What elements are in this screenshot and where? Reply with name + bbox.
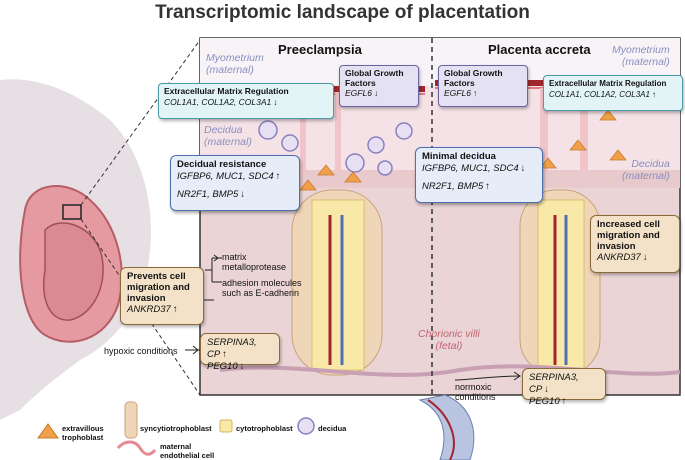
serpina-box-left: SERPINA3, CP PEG10 [200, 333, 280, 372]
placenta-accreta-title: Placenta accreta [488, 42, 591, 57]
myometrium-label-right: Myometrium(maternal) [612, 44, 670, 68]
preeclampsia-title: Preeclampsia [278, 42, 362, 57]
prevents-migration-box: Prevents cell migration and invasion ANK… [120, 267, 204, 325]
legend-syncytio-icon [124, 401, 138, 439]
myometrium-label-left: Myometrium(maternal) [206, 52, 264, 76]
legend-decidua-icon [297, 417, 315, 435]
up-arrow-icon [483, 181, 490, 192]
umbilical-cord [418, 394, 475, 460]
hypoxic-conditions-label: hypoxic conditions [104, 346, 178, 356]
down-arrow-icon [238, 361, 245, 372]
up-arrow-icon [171, 304, 178, 315]
legend-cyto-label: cytotrophoblast [236, 424, 293, 433]
minimal-decidua-box: Minimal decidua IGFBP6, MUC1, SDC4 NR2F1… [415, 147, 543, 203]
legend-decidua-label: decidua [318, 424, 347, 433]
up-arrow-icon [220, 349, 227, 360]
ecm-genes-left: COL1A1, COL1A2, COL3A1 [164, 97, 272, 107]
up-arrow-icon [650, 90, 656, 99]
down-arrow-icon [542, 384, 549, 395]
down-arrow-icon [519, 163, 526, 174]
decidual-resistance-box: Decidual resistance IGFBP6, MUC1, SDC4 N… [170, 155, 300, 211]
increased-migration-box: Increased cell migration and invasion AN… [590, 215, 680, 273]
ecm-box-left: Extracellular Matrix Regulation COL1A1, … [158, 83, 334, 119]
ggf-box-left: Global Growth Factors EGFL6 [339, 65, 419, 107]
decidual-cell [258, 120, 278, 140]
ecm-genes-right: COL1A1, COL1A2, COL3A1 [549, 90, 650, 99]
villus-left [291, 189, 383, 376]
legend-evt-icon [37, 423, 59, 439]
figure-title: Transcriptomic landscape of placentation [155, 2, 530, 23]
villus-right [519, 189, 601, 376]
serpina-box-right: SERPINA3, CP PEG10 [522, 368, 606, 407]
legend-syncytio-label: syncytiotrophoblast [140, 424, 212, 433]
up-arrow-icon [471, 88, 477, 98]
legend-endo-icon [116, 440, 157, 456]
up-arrow-icon [274, 171, 281, 182]
chorionic-villi-label: Chorionic villi(fetal) [418, 328, 480, 352]
up-arrow-icon [560, 396, 567, 407]
down-arrow-icon [372, 88, 378, 98]
zoom-square [62, 204, 82, 220]
legend-cyto-icon [219, 419, 233, 433]
down-arrow-icon [238, 189, 245, 200]
down-arrow-icon [271, 97, 277, 107]
ecm-title-right: Extracellular Matrix Regulation [549, 79, 667, 88]
decidua-label-right: Decidua(maternal) [622, 158, 670, 182]
ecm-title-left: Extracellular Matrix Regulation [164, 86, 289, 96]
fetus-illustration [43, 222, 104, 321]
decidua-label-left: Decidua(maternal) [204, 124, 252, 148]
ggf-box-right: Global Growth Factors EGFL6 [438, 65, 528, 107]
down-arrow-icon [641, 252, 648, 263]
ecm-box-right: Extracellular Matrix Regulation COL1A1, … [543, 75, 683, 111]
